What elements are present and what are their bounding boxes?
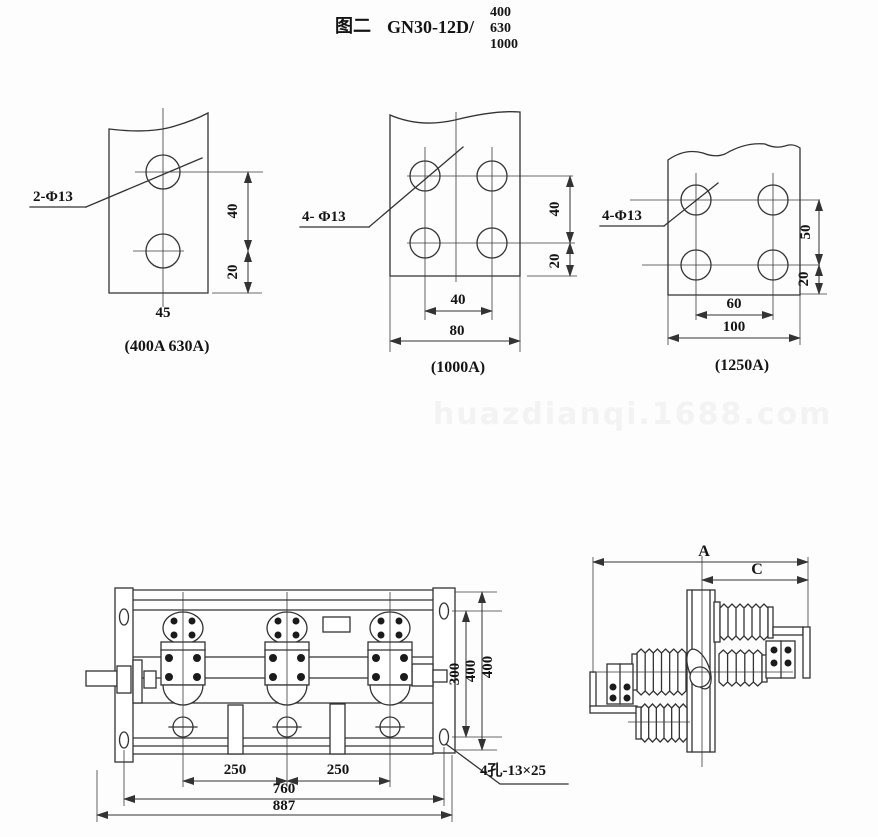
terminal-bar: [772, 626, 804, 636]
nameplate: [322, 616, 351, 633]
leader-line: [85, 157, 203, 208]
upper-insulator: [713, 601, 811, 679]
lower-insulator: [628, 703, 690, 743]
dim-edge-distance: 20: [547, 254, 563, 269]
leader-line: [445, 743, 569, 785]
dim-c-label: C: [751, 561, 763, 578]
dim-overall-width: 887: [273, 798, 296, 814]
figure-number-label: 图二: [335, 16, 371, 36]
middle-left-insulator: [589, 648, 687, 714]
dim-edge-distance: 20: [225, 265, 241, 280]
side-view: A C: [589, 543, 811, 767]
dim-row-pitch: 40: [547, 202, 563, 217]
watermark-text: huazdianqi.1688.com: [433, 397, 832, 432]
hole: [145, 233, 181, 269]
terminal-plate-outline: [667, 143, 801, 296]
operating-shaft: [85, 659, 157, 704]
insulator-sheds: [719, 603, 769, 641]
dim-col-pitch: 60: [727, 296, 742, 312]
dim-overall-width: 100: [723, 319, 746, 335]
holes-callout: 2-Φ13: [33, 189, 73, 205]
holes-callout: 4- Φ13: [302, 209, 346, 225]
terminal-strip: [802, 626, 811, 679]
leader-line: [663, 182, 719, 227]
hole: [757, 249, 789, 281]
mounting-slot: [438, 602, 450, 620]
variant-caption: (1000A): [431, 359, 485, 376]
spacer-block: [329, 703, 346, 755]
dim-a-label: A: [698, 543, 710, 560]
rating-1000-label: 1000: [490, 37, 518, 52]
insulator-sheds: [640, 703, 688, 743]
hole: [409, 160, 441, 192]
dim-width: 45: [156, 305, 171, 321]
variant-caption: (400A 630A): [125, 338, 210, 355]
mounting-slot: [118, 731, 130, 749]
dim-slot-pitch: 300: [447, 663, 463, 686]
drill-pattern-400-630a: 2-Φ13 40 20 45 (400A 630A): [29, 108, 263, 355]
terminal-strip: [589, 671, 597, 708]
dim-pole-pitch: 250: [327, 762, 350, 778]
dim-edge-distance: 20: [796, 272, 812, 287]
insulator-sheds: [718, 649, 763, 687]
hole: [145, 154, 181, 190]
shaft-bearing: [686, 648, 712, 690]
dim-mounting-span: 760: [273, 781, 296, 797]
hole: [476, 227, 508, 259]
front-view: 250 250 760 887 300 400 400 4孔-13×25: [85, 587, 569, 822]
dim-height: 400: [463, 660, 479, 683]
dim-pole-pitch: 250: [224, 762, 247, 778]
hole: [757, 184, 789, 216]
variant-caption: (1250A): [715, 357, 769, 374]
dim-hole-pitch: 40: [225, 204, 241, 219]
side-view-dimensions: A C: [592, 543, 809, 673]
hole: [409, 227, 441, 259]
shaft-end-block: [411, 663, 448, 687]
figure-title: 图二 GN30-12D/ 400 630 1000: [335, 5, 518, 52]
dim-overall-width: 80: [450, 323, 465, 339]
hole: [680, 184, 712, 216]
dim-height-duplicate: 400: [480, 656, 496, 679]
mounting-slot: [118, 608, 130, 626]
rating-400-label: 400: [490, 5, 511, 20]
spacer-block: [227, 704, 244, 755]
drill-pattern-1250a: 4-Φ13 50 20 60 100 (1250A): [599, 143, 827, 374]
leader-line: [368, 146, 464, 228]
terminal-plate-outline: [389, 111, 521, 277]
terminal-bar: [589, 705, 638, 714]
dim-col-pitch: 40: [451, 292, 466, 308]
hole: [476, 160, 508, 192]
model-label: GN30-12D/: [387, 17, 475, 37]
holes-callout: 4-Φ13: [602, 208, 642, 224]
terminal-plate-outline: [108, 111, 209, 294]
front-view-dimensions: 250 250 760 887 300 400 400 4孔-13×25: [96, 591, 569, 822]
drill-pattern-1000a: 4- Φ13 40 20 40 80 (1000A): [299, 111, 577, 376]
mounting-holes-note: 4孔-13×25: [480, 762, 546, 779]
mounting-slot: [438, 728, 450, 746]
dim-row-pitch: 50: [798, 225, 814, 240]
hole: [680, 249, 712, 281]
middle-right-insulator: [718, 640, 796, 687]
rating-630-label: 630: [490, 21, 511, 36]
